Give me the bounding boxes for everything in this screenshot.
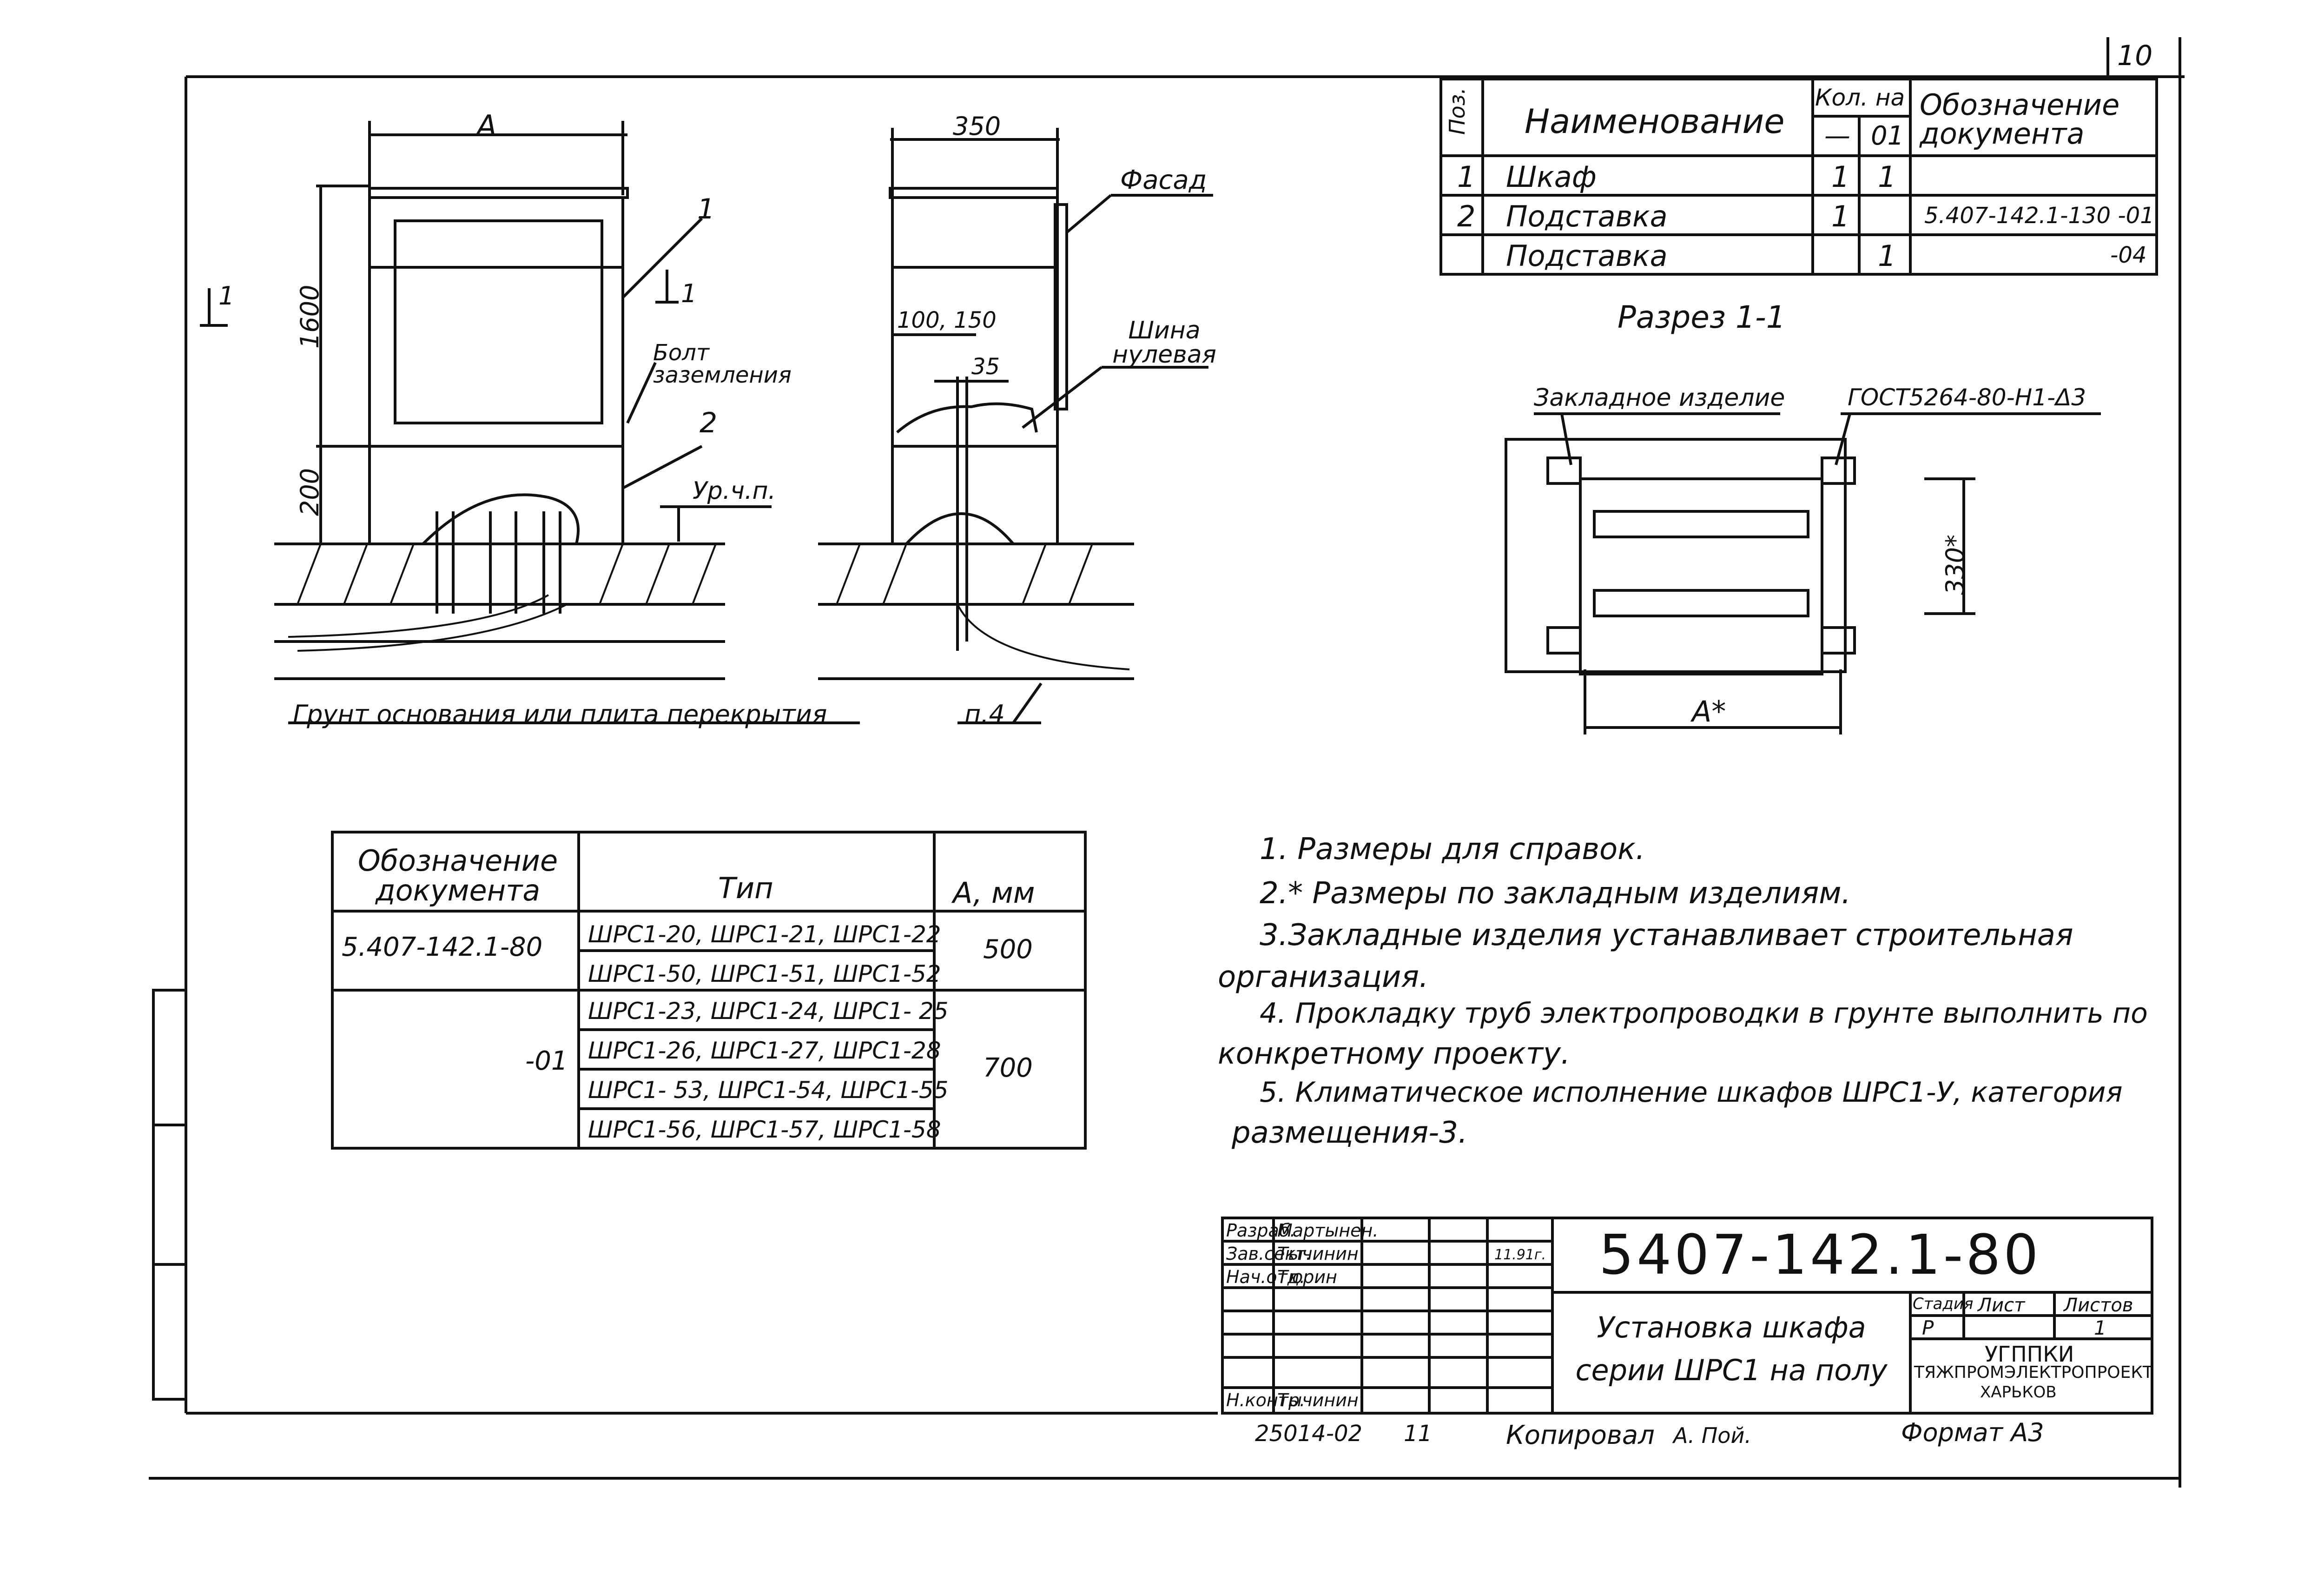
stage-value: Р <box>1922 1316 1934 1339</box>
note-ref-4: п.4 <box>964 700 1005 729</box>
role-2-name: Тычинин <box>1277 1244 1359 1264</box>
type-row-2-type-4: ШРС1-56, ШРС1-57, ШРС1-58 <box>588 1116 941 1143</box>
type-row-2-designation: -01 <box>525 1046 568 1076</box>
section-title: Разрез 1-1 <box>1618 299 1786 335</box>
spec-row-1-name: Шкаф <box>1506 160 1597 194</box>
footer-num: 11 <box>1404 1421 1433 1447</box>
bolt-label: Болт заземления <box>653 340 792 388</box>
type-row-2-type-1: ШРС1-23, ШРС1-24, ШРС1- 25 <box>588 998 949 1025</box>
type-table-grid <box>331 831 1087 1150</box>
role-1-name: Мартынен. <box>1277 1220 1379 1241</box>
section-1-1 <box>1505 412 2101 734</box>
note-5a: 5. Климатическое исполнение шкафов ШРС1-… <box>1260 1076 2123 1109</box>
role-3-label: Нач.отд. <box>1226 1267 1306 1287</box>
type-header-type: Тип <box>718 871 773 905</box>
section-dim-a: A* <box>1692 695 1726 728</box>
front-callout-1: 1 <box>697 193 715 225</box>
format-label: Формат А3 <box>1901 1418 2044 1447</box>
type-row-1-type-2: ШРС1-50, ШРС1-51, ШРС1-52 <box>588 960 941 987</box>
footer-code: 25014-02 <box>1255 1421 1363 1447</box>
spec-header-qty-dash: — <box>1824 121 1850 151</box>
front-dim-1600: 1600 <box>295 284 324 349</box>
note-4b: конкретному проекту. <box>1218 1037 1571 1071</box>
note-3a: 3.Закладные изделия устанавливает строит… <box>1260 918 2073 953</box>
front-section-mark-right: 1 <box>681 279 697 308</box>
type-row-1-type-1: ШРС1-20, ШРС1-21, ШРС1-22 <box>588 921 941 948</box>
spec-header-qty-01: 01 <box>1871 121 1904 151</box>
role-1-label: Разраб. <box>1226 1220 1296 1241</box>
drawing-title: Установка шкафа серии ШРС1 на полу <box>1575 1310 1888 1387</box>
front-view <box>200 121 860 724</box>
type-row-1-a: 500 <box>983 934 1033 965</box>
front-section-mark-left: 1 <box>218 281 235 311</box>
spec-row-3-qty-01: 1 <box>1878 239 1896 273</box>
front-dim-200: 200 <box>295 468 324 516</box>
stage-label: Стадия <box>1913 1295 1974 1313</box>
spec-row-2-qty-dash: 1 <box>1831 199 1850 233</box>
level-label: Ур.ч.п. <box>693 477 776 505</box>
type-row-2-type-3: ШРС1- 53, ШРС1-54, ШРС1-55 <box>588 1077 949 1104</box>
side-view <box>818 128 1213 724</box>
copied-label: Копировал <box>1506 1420 1655 1450</box>
role-4-label: Н.контр. <box>1226 1390 1306 1410</box>
org-line-1: УГППКИ <box>1985 1342 2074 1367</box>
role-2-label: Зав.сект. <box>1226 1244 1312 1264</box>
front-dim-a: A <box>476 109 497 144</box>
type-header-designation: Обозначение документа <box>357 844 558 907</box>
spec-header-qty: Кол. на <box>1815 84 1905 111</box>
ground-label: Грунт основания или плита перекрытия <box>293 700 827 729</box>
type-row-2-a: 700 <box>983 1053 1033 1083</box>
spec-row-2-designation: 5.407-142.1-130 -01 <box>1924 203 2154 229</box>
spec-header-pos: Поз. <box>1445 87 1470 135</box>
gost-label: ГОСТ5264-80-Н1-Δ3 <box>1848 384 2086 411</box>
date-short: 11.91г. <box>1494 1247 1546 1263</box>
spec-row-1-pos: 1 <box>1457 160 1476 194</box>
side-dim-350: 350 <box>953 112 1001 141</box>
spec-row-1-qty-01: 1 <box>1878 160 1896 194</box>
bus-label: Шина нулевая <box>1112 317 1216 369</box>
title-block-grid <box>1221 1217 2153 1415</box>
sheet-number: 10 <box>2117 40 2153 72</box>
type-row-1-designation: 5.407-142.1-80 <box>342 932 543 962</box>
side-dim-35: 35 <box>971 354 1000 380</box>
spec-row-2-name: Подставка <box>1506 199 1668 233</box>
type-header-a: A, мм <box>953 876 1035 910</box>
facade-label: Фасад <box>1120 165 1207 195</box>
doc-number: 5407-142.1-80 <box>1599 1223 2041 1287</box>
spec-row-3-name: Подставка <box>1506 239 1668 273</box>
spec-row-1-qty-dash: 1 <box>1831 160 1850 194</box>
note-5b: размещения-3. <box>1232 1116 1468 1150</box>
sheets-label: Листов <box>2064 1295 2133 1316</box>
spec-header-designation: Обозначение документа <box>1920 88 2120 151</box>
spec-table-grid <box>1439 78 2158 276</box>
copied-by: А. Пой. <box>1673 1423 1751 1448</box>
spec-row-3-designation: -04 <box>2110 242 2147 268</box>
front-callout-2: 2 <box>700 407 718 439</box>
embedded-label: Закладное изделие <box>1534 384 1785 412</box>
note-1: 1. Размеры для справок. <box>1260 832 1645 867</box>
spec-header-name: Наименование <box>1525 102 1785 141</box>
org-line-2: ТЯЖПРОМЭЛЕКТРОПРОЕКТ <box>1914 1363 2153 1382</box>
section-dim-330: 330* <box>1941 534 1970 595</box>
note-3b: организация. <box>1218 960 1429 994</box>
role-4-name: Тычинин <box>1277 1390 1359 1410</box>
org-line-3: ХАРЬКОВ <box>1980 1383 2057 1402</box>
side-dim-100-150: 100, 150 <box>897 307 997 333</box>
note-4a: 4. Прокладку труб электропроводки в грун… <box>1260 997 2148 1030</box>
sheet-frame <box>149 37 2185 1488</box>
note-2: 2.* Размеры по закладным изделиям. <box>1260 876 1851 911</box>
sheets-value: 1 <box>2094 1316 2106 1339</box>
sheet-label: Лист <box>1978 1295 2025 1316</box>
role-3-name: Тюрин <box>1277 1267 1337 1287</box>
spec-row-2-pos: 2 <box>1457 199 1476 233</box>
type-row-2-type-2: ШРС1-26, ШРС1-27, ШРС1-28 <box>588 1037 941 1064</box>
